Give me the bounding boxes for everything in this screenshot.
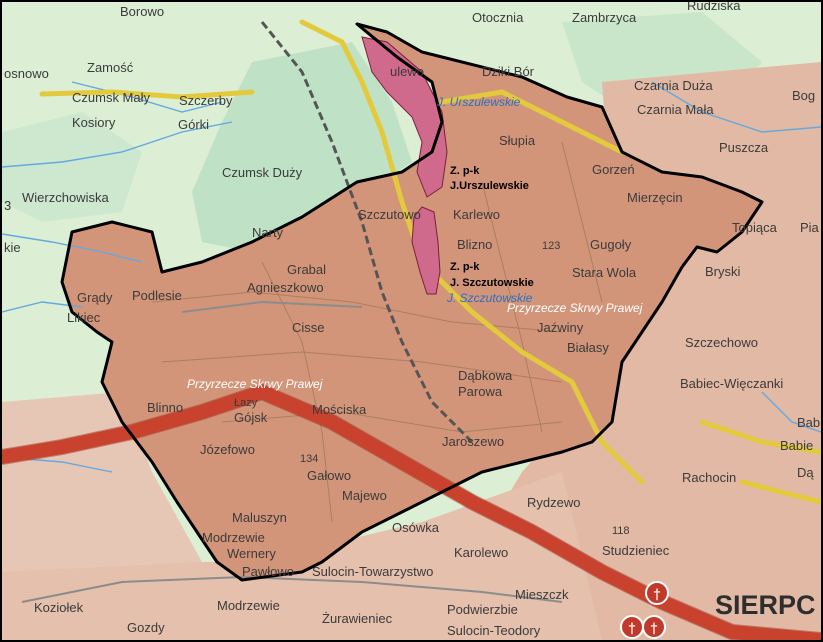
place-label: Mościska bbox=[312, 402, 367, 417]
place-label: Rachocin bbox=[682, 470, 736, 485]
place-label: osnowo bbox=[4, 66, 49, 81]
place-label: Bog bbox=[792, 88, 815, 103]
place-label: Kosiory bbox=[72, 115, 116, 130]
lake-label: J. Szczutowskie bbox=[446, 291, 533, 305]
place-label: Blinno bbox=[147, 400, 183, 415]
place-label: Likiec bbox=[67, 310, 101, 325]
place-label: Babiec-Więczanki bbox=[680, 376, 783, 391]
place-label: Czumsk Mały bbox=[72, 90, 151, 105]
place-label: 3 bbox=[4, 198, 11, 213]
place-label: Rudziska bbox=[687, 2, 741, 13]
place-label: Sulocin-Towarzystwo bbox=[312, 564, 433, 579]
place-label: Wierzchowiska bbox=[22, 190, 109, 205]
place-label: Górki bbox=[178, 117, 209, 132]
place-label: Majewo bbox=[342, 488, 387, 503]
reserve-label: Z. p-k bbox=[450, 261, 480, 273]
svg-text:†: † bbox=[654, 587, 661, 603]
place-label: Agnieszkowo bbox=[247, 280, 324, 295]
commune-boundary bbox=[60, 22, 764, 582]
place-label: kie bbox=[4, 240, 21, 255]
place-label: Gałowo bbox=[307, 468, 351, 483]
place-label: Mieszczk bbox=[515, 587, 569, 602]
place-label: Modrzewie bbox=[217, 598, 280, 613]
reserve-label: J.Urszulewskie bbox=[450, 180, 529, 192]
place-label: Maluszyn bbox=[232, 510, 287, 525]
place-label: Mierzęcin bbox=[627, 190, 683, 205]
city-label: SIERPC bbox=[715, 590, 816, 620]
place-label: Topiąca bbox=[732, 220, 778, 235]
place-label: Bryski bbox=[705, 264, 741, 279]
elevation-label: 134 bbox=[300, 453, 318, 465]
place-label: Puszcza bbox=[719, 140, 769, 155]
place-label: Modrzewie bbox=[202, 530, 265, 545]
place-label: Rydzewo bbox=[527, 495, 580, 510]
elevation-label: 118 bbox=[612, 525, 630, 537]
place-label: Karolewo bbox=[454, 545, 508, 560]
place-label: Czarnia Duża bbox=[634, 78, 714, 93]
place-label: Zambrzyca bbox=[572, 10, 637, 25]
place-label: Grądy bbox=[77, 290, 113, 305]
place-label: Stara Wola bbox=[572, 265, 637, 280]
place-label: Gorzeń bbox=[592, 162, 635, 177]
place-label: Sulocin-Teodory bbox=[447, 623, 541, 638]
railway-line bbox=[260, 21, 474, 444]
place-label: Łazy bbox=[234, 397, 258, 409]
place-label: ulewo bbox=[390, 64, 424, 79]
place-label: Studzieniec bbox=[602, 543, 670, 558]
place-label: Parowa bbox=[458, 384, 503, 399]
place-label: Szczerby bbox=[179, 93, 233, 108]
place-label: Gugoły bbox=[590, 237, 632, 252]
place-label: Białasy bbox=[567, 340, 609, 355]
forest-patch bbox=[2, 112, 142, 222]
place-label: Słupia bbox=[499, 133, 536, 148]
place-label: Borowo bbox=[120, 4, 164, 19]
elevation-label: 123 bbox=[542, 240, 560, 252]
place-label: Dziki Bór bbox=[482, 64, 535, 79]
place-label: Babi bbox=[797, 415, 821, 430]
place-label: Otocznia bbox=[472, 10, 524, 25]
place-label: Wernery bbox=[227, 546, 276, 561]
place-label: Grabal bbox=[287, 262, 326, 277]
place-label: Narty bbox=[252, 225, 284, 240]
place-label: Karlewo bbox=[453, 207, 500, 222]
place-label: Cisse bbox=[292, 320, 325, 335]
place-label: Babie bbox=[780, 438, 813, 453]
place-label: Czumsk Duży bbox=[222, 165, 303, 180]
place-label: Blizno bbox=[457, 237, 492, 252]
place-label: Szczutowo bbox=[358, 207, 421, 222]
brown-area-west bbox=[2, 392, 202, 572]
reserve-label: J. Szczutowskie bbox=[450, 277, 534, 289]
place-label: Dąbkowa bbox=[458, 368, 513, 383]
place-labels: Borowo osnowo Zamość Czumsk Mały Szczerb… bbox=[4, 2, 821, 638]
place-label: Zamość bbox=[87, 60, 134, 75]
place-label: Józefowo bbox=[200, 442, 255, 457]
lake-label: J. Urszulewskie bbox=[436, 95, 521, 109]
place-label: Szczechowo bbox=[685, 335, 758, 350]
place-label: Podwierzbie bbox=[447, 602, 518, 617]
svg-text:†: † bbox=[651, 621, 658, 637]
reserve-polygon bbox=[411, 206, 441, 295]
church-icons: † † † bbox=[620, 581, 669, 639]
place-label: Gozdy bbox=[127, 620, 165, 635]
place-label: Osówka bbox=[392, 520, 440, 535]
place-label: Pawłowo bbox=[242, 564, 294, 579]
commune-area bbox=[62, 24, 762, 580]
place-label: Gójsk bbox=[234, 410, 268, 425]
reserve-label: Z. p-k bbox=[450, 165, 480, 177]
svg-text:†: † bbox=[629, 621, 636, 637]
place-label: Podlesie bbox=[132, 288, 182, 303]
place-label: Żurawieniec bbox=[322, 611, 393, 626]
place-label: Jaroszewo bbox=[442, 434, 504, 449]
protected-area-label: Przyrzecze Skrwy Prawej bbox=[187, 377, 323, 391]
place-label: Koziołek bbox=[34, 600, 84, 615]
place-label: Pia bbox=[800, 220, 820, 235]
place-label: Czarnia Mała bbox=[637, 102, 714, 117]
place-label: Jaźwiny bbox=[537, 320, 584, 335]
place-label: Dą bbox=[797, 465, 814, 480]
protected-area-label: Przyrzecze Skrwy Prawej bbox=[507, 301, 643, 315]
